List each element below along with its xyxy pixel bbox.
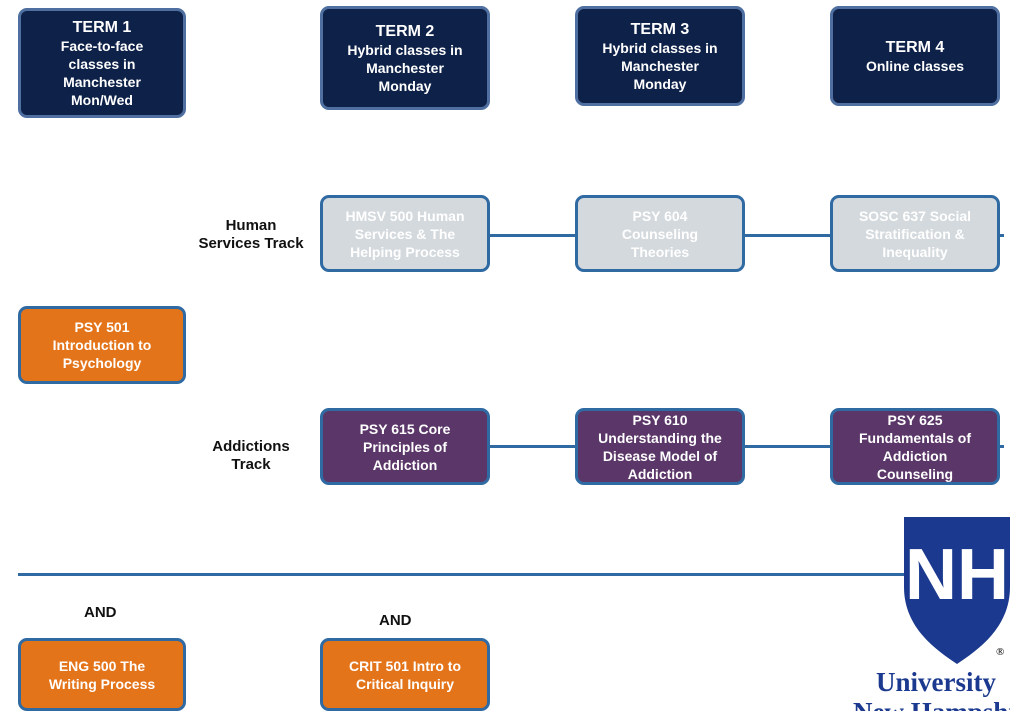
psy-501-course-box: PSY 501 Introduction to Psychology xyxy=(18,306,186,384)
term-1-title: TERM 1 xyxy=(72,18,132,36)
course-line: PSY 604 xyxy=(632,207,688,224)
course-line: Critical Inquiry xyxy=(355,675,455,692)
course-line: Introduction to xyxy=(52,337,152,353)
term-1-box: TERM 1 Face-to-face classes in Mancheste… xyxy=(18,8,186,118)
course-line: Psychology xyxy=(62,355,142,371)
term-3-line: Hybrid classes in xyxy=(602,39,718,56)
track-label-line: Services Track xyxy=(198,235,304,252)
and-label-right: AND xyxy=(379,612,412,629)
term-3-box: TERM 3 Hybrid classes in Manchester Mond… xyxy=(575,6,745,106)
course-line: Addiction xyxy=(627,465,693,482)
course-line: Helping Process xyxy=(350,243,460,260)
course-line: Principles of xyxy=(362,438,448,455)
section-divider xyxy=(18,573,908,576)
term-4-title: TERM 4 xyxy=(885,38,945,56)
term-2-title: TERM 2 xyxy=(375,22,435,40)
course-line: Disease Model of xyxy=(602,447,718,464)
course-line: PSY 625 xyxy=(887,411,943,428)
course-line: PSY 615 Core xyxy=(359,420,451,437)
human-services-track-label: Human Services Track xyxy=(196,217,306,253)
psy-625-course-box: PSY 625 Fundamentals of Addiction Counse… xyxy=(830,408,1000,485)
university-name-line-2: New Hampshire xyxy=(853,697,1010,711)
hmsv-500-course-box: HMSV 500 Human Services & The Helping Pr… xyxy=(320,195,490,272)
term-4-line: Online classes xyxy=(865,57,965,74)
course-line: PSY 610 xyxy=(632,411,688,428)
unh-shield-logo: NH xyxy=(904,517,1010,664)
addictions-connector xyxy=(488,445,1004,448)
term-3-line: Manchester xyxy=(621,57,699,74)
and-label-left: AND xyxy=(84,604,117,621)
psy-615-course-box: PSY 615 Core Principles of Addiction xyxy=(320,408,490,485)
course-line: CRIT 501 Intro to xyxy=(348,657,461,674)
psy-604-course-box: PSY 604 Counseling Theories xyxy=(575,195,745,272)
term-2-line: Hybrid classes in xyxy=(347,41,463,58)
term-1-line: Mon/Wed xyxy=(71,91,133,108)
psy-610-course-box: PSY 610 Understanding the Disease Model … xyxy=(575,408,745,485)
term-1-line: Manchester xyxy=(63,73,141,90)
course-line: Counseling xyxy=(876,465,954,482)
course-line: Inequality xyxy=(882,243,948,260)
registered-mark: ® xyxy=(996,646,1005,658)
term-1-line: Face-to-face xyxy=(60,37,144,54)
crit-501-course-box: CRIT 501 Intro to Critical Inquiry xyxy=(320,638,490,711)
track-label-line: Track xyxy=(231,456,271,473)
course-line: Writing Process xyxy=(48,675,156,692)
course-line: ENG 500 The xyxy=(58,657,146,674)
track-label-line: Human xyxy=(225,217,277,234)
track-label-line: Addictions xyxy=(212,438,290,455)
course-line: Services & The xyxy=(354,225,456,242)
term-2-line: Monday xyxy=(378,77,432,94)
course-line: HMSV 500 Human xyxy=(345,207,465,224)
term-3-line: Monday xyxy=(633,75,687,92)
term-1-line: classes in xyxy=(68,55,136,72)
term-4-box: TERM 4 Online classes xyxy=(830,6,1000,106)
human-services-connector xyxy=(488,234,1004,237)
course-line: Addiction xyxy=(882,447,948,464)
addictions-track-label: Addictions Track xyxy=(196,438,306,474)
term-2-box: TERM 2 Hybrid classes in Manchester Mond… xyxy=(320,6,490,110)
course-line: Fundamentals of xyxy=(858,429,971,446)
term-3-title: TERM 3 xyxy=(630,20,690,38)
eng-500-course-box: ENG 500 The Writing Process xyxy=(18,638,186,711)
term-2-line: Manchester xyxy=(366,59,444,76)
course-line: Theories xyxy=(630,243,690,260)
course-line: PSY 501 xyxy=(74,319,130,335)
course-line: Stratification & xyxy=(865,225,965,242)
course-line: Understanding the xyxy=(598,429,722,446)
sosc-637-course-box: SOSC 637 Social Stratification & Inequal… xyxy=(830,195,1000,272)
course-line: Addiction xyxy=(372,456,438,473)
unh-monogram: NH xyxy=(905,535,1009,615)
course-line: Counseling xyxy=(621,225,699,242)
course-line: SOSC 637 Social xyxy=(858,207,972,224)
university-name-line-1: University xyxy=(876,667,996,697)
